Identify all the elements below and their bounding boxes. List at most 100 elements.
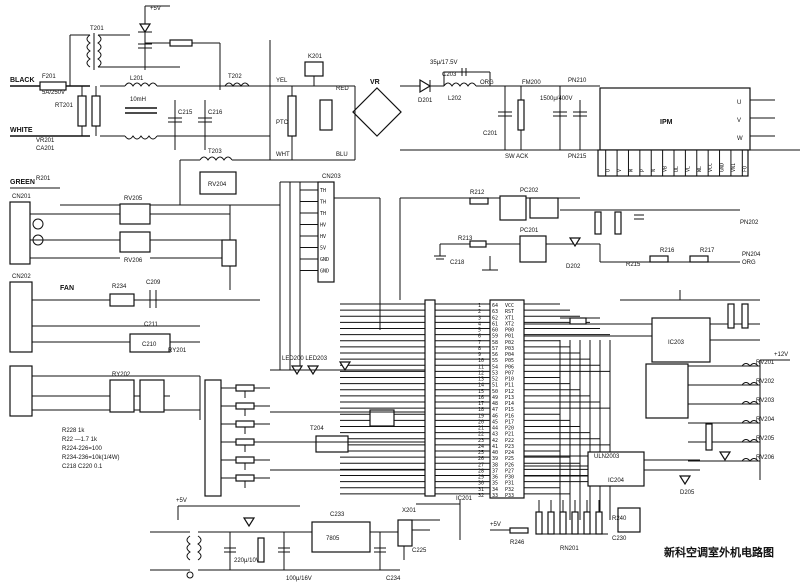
resistor-icon — [594, 211, 602, 235]
mcu-pin-function: P01 — [505, 334, 514, 340]
fuse-icon — [39, 81, 67, 91]
r213-label: R213 — [458, 236, 473, 242]
transformer-icon — [224, 82, 250, 87]
resistor-value-note: R228 1k — [62, 428, 85, 434]
varistor-icon — [91, 95, 101, 127]
mcu-pin-number: 5 — [478, 328, 481, 334]
optocoupler-icon — [519, 235, 547, 263]
ipm-pin-label: GND — [720, 163, 726, 172]
fm-label: FM200 — [522, 80, 541, 86]
connector-pin-label: TH — [320, 211, 326, 217]
mcu-pin-number: 20 — [478, 419, 484, 425]
connector-icon — [9, 365, 33, 417]
mcu-pin-number: 27 — [478, 462, 484, 468]
led-icon — [338, 361, 352, 372]
coil-icon — [741, 363, 759, 367]
v5-bottom-label: +5V — [176, 498, 187, 504]
mcu-pin-function: P13 — [505, 395, 514, 401]
mcu-pin-function: P10 — [505, 377, 514, 383]
mcu-pin-number: 46 — [492, 413, 498, 419]
mcu-pin-number: 8 — [478, 346, 481, 352]
connector-icon — [9, 281, 33, 353]
bridge-label: VR — [370, 79, 380, 86]
mcu-pin-function: P07 — [505, 370, 514, 376]
resistor-icon — [235, 456, 255, 464]
r246-label: R246 — [510, 540, 525, 546]
buzzer-icon — [617, 507, 641, 533]
mcu-pin-number: 6 — [478, 334, 481, 340]
relay-icon — [304, 61, 324, 77]
wht-label: WHT — [276, 152, 290, 158]
mcu-pin-function: P25 — [505, 456, 514, 462]
mcu-pin-number: 18 — [478, 407, 484, 413]
label-white: WHITE — [10, 127, 33, 134]
mcu-pin-number: 54 — [492, 364, 498, 370]
ipm-pin-label: VCC — [708, 163, 714, 172]
rv206-label: RV206 — [124, 258, 143, 264]
mcu-pin-number: 48 — [492, 401, 498, 407]
mcu-pin-function: P02 — [505, 340, 514, 346]
mcu-pin-number: 11 — [478, 364, 484, 370]
choke-icon — [199, 156, 233, 161]
relay-icon — [119, 231, 151, 253]
c218-label: C218 — [450, 260, 465, 266]
sensor-resistor-array — [221, 384, 270, 488]
c234-label: C234 — [386, 576, 401, 582]
mcu-pin-number: 36 — [492, 475, 498, 481]
c233-label: C233 — [330, 512, 345, 518]
mcu-pin-number: 37 — [492, 468, 498, 474]
mcu-pin-function: P27 — [505, 468, 514, 474]
mcu-pin-number: 21 — [478, 426, 484, 432]
ipm-pin-label: VB — [663, 166, 669, 172]
sw-ack-label: SW ACK — [505, 154, 528, 160]
diode-icon — [419, 78, 432, 94]
mcu-pin-function: P04 — [505, 352, 514, 358]
org-label: ORG — [480, 80, 494, 86]
mcu-pin-function: P11 — [505, 383, 514, 389]
pn204-label: PN204 — [742, 252, 761, 258]
mcu-pin-number: 56 — [492, 352, 498, 358]
mcu-pin-function: P14 — [505, 401, 514, 407]
mcu-pin-number: 57 — [492, 346, 498, 352]
rv205-label: RV205 — [124, 196, 143, 202]
mcu-pin-function: P32 — [505, 487, 514, 493]
connector-icon — [204, 379, 222, 497]
driver-output-label: RV203 — [756, 398, 775, 404]
ipm-pin-label: U — [606, 169, 612, 172]
rt-label: RT201 — [55, 103, 74, 109]
c209-label: C209 — [146, 280, 161, 286]
connector-pin-label: GND — [320, 269, 329, 275]
k201-label: K201 — [308, 54, 323, 60]
ipm-pin-label: N — [651, 169, 657, 172]
driver2-chip — [587, 451, 645, 487]
resistor-network — [535, 500, 608, 535]
resistor-icon — [571, 511, 579, 535]
opto-org-label: ORG — [742, 260, 756, 266]
resistor-icon — [614, 211, 622, 235]
mcu-pin-function: P15 — [505, 407, 514, 413]
r216-label: R216 — [660, 248, 675, 254]
mcu-pin-function: P03 — [505, 346, 514, 352]
mcu-pin-number: 12 — [478, 370, 484, 376]
reg-label: 7805 — [326, 536, 340, 542]
resistor-icon — [705, 423, 713, 451]
inductor-icon — [443, 82, 477, 87]
mcu-pin-function: P05 — [505, 358, 514, 364]
ipm-pin-header — [597, 149, 749, 177]
driver-output-label: RV206 — [756, 455, 775, 461]
mcu-pin-number: 59 — [492, 334, 498, 340]
mcu-pin-number: 40 — [492, 450, 498, 456]
c-top-value: 35μ/17.5V — [430, 60, 457, 66]
mcu-pin-number: 10 — [478, 358, 484, 364]
mcu-pin-number: 63 — [492, 309, 498, 315]
resistor-value-note: C218 C220 0.1 — [62, 464, 103, 470]
fan-label: FAN — [60, 285, 74, 292]
pc201-label: PC201 — [520, 228, 539, 234]
coil-icon — [741, 382, 759, 386]
driver2-section: ULN2003 IC204 D205 — [524, 451, 700, 496]
connector-pin-label: HV — [320, 234, 326, 240]
